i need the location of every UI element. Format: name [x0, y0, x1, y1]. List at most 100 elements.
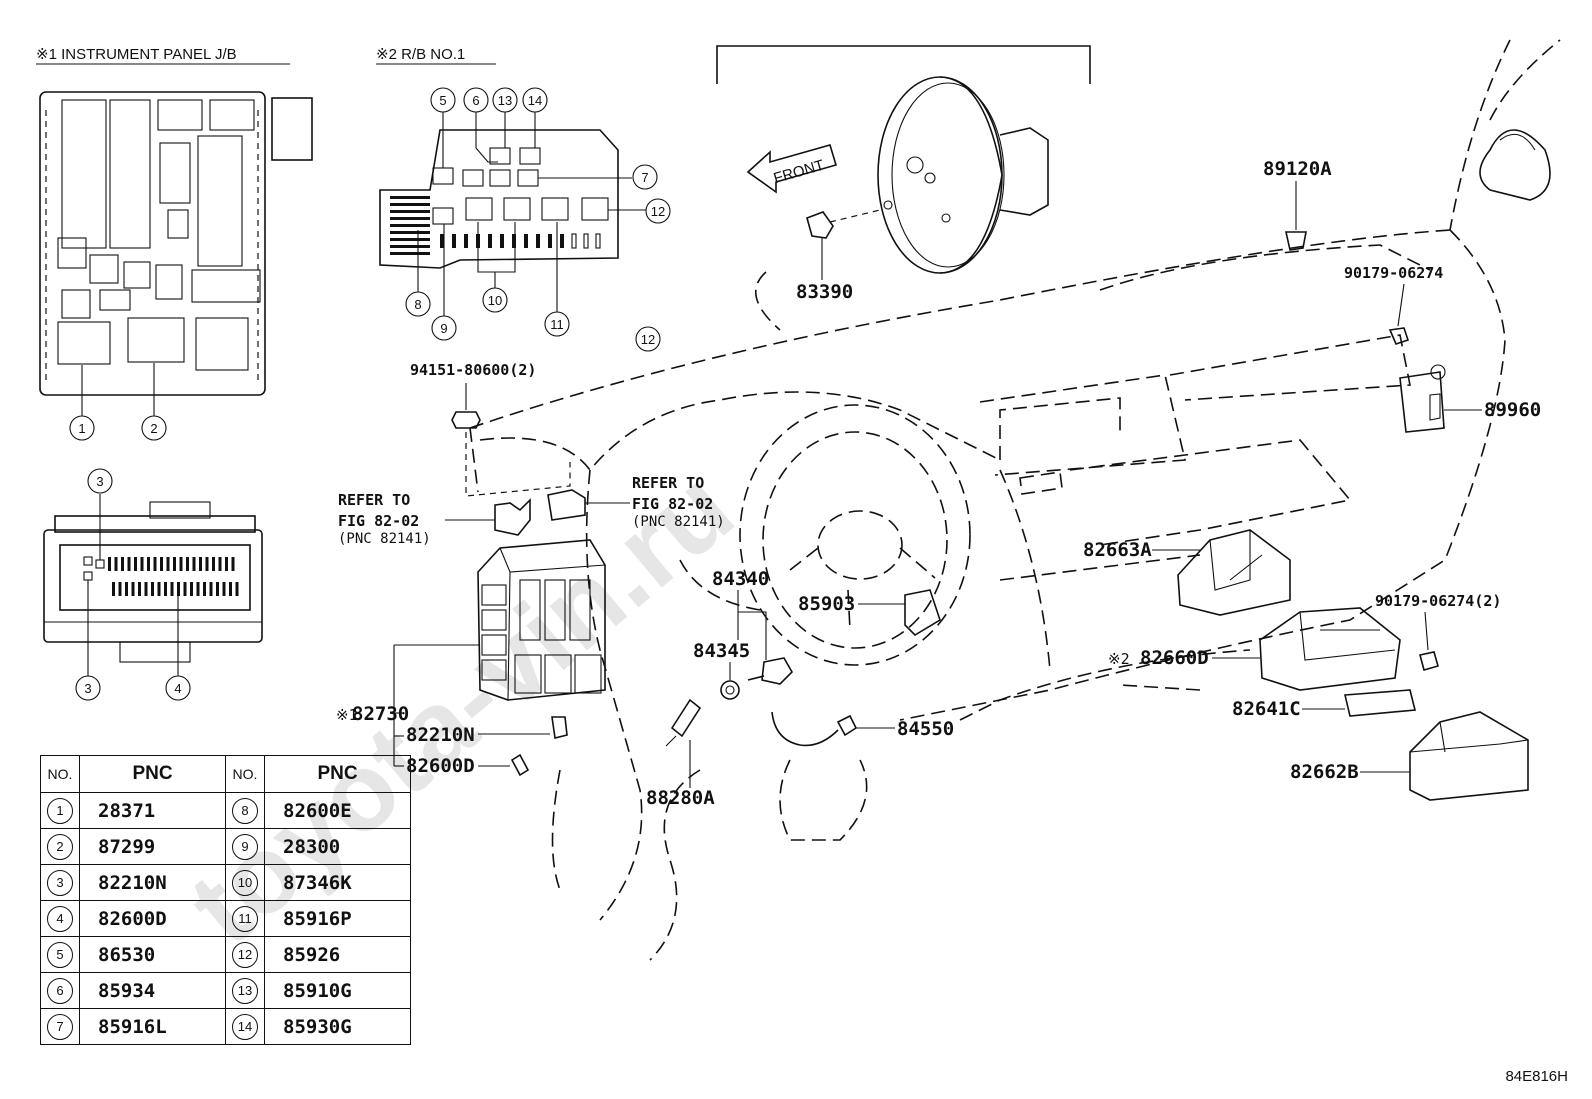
column-header-pnc: PNC	[79, 755, 226, 793]
svg-text:9: 9	[440, 321, 447, 336]
callout-1: 1	[69, 415, 95, 441]
row-number: 8	[232, 797, 258, 824]
svg-text:12: 12	[641, 332, 655, 347]
relay-pin	[512, 234, 516, 248]
row-pnc: 85916P	[264, 900, 411, 937]
brake-booster	[877, 76, 1049, 274]
relay-pin	[488, 234, 492, 248]
relay-pin	[390, 224, 430, 227]
label-84340: 84340	[712, 568, 769, 590]
connector-pin	[196, 582, 200, 596]
callout-2: 2	[141, 415, 167, 441]
connector-pin	[134, 557, 137, 571]
junction-block-82730	[477, 539, 606, 701]
connector-pin	[153, 557, 157, 571]
row-number: 2	[47, 833, 73, 860]
connector-pin	[186, 557, 189, 571]
connector-pin	[225, 557, 228, 571]
callout-3-bottom: 3	[75, 675, 101, 701]
part-82641C	[1344, 689, 1417, 717]
row-pnc: 86530	[79, 936, 226, 973]
connector-pin	[199, 557, 202, 571]
row-number: 6	[47, 977, 73, 1004]
part-89120A	[1285, 231, 1307, 251]
connector-pin	[127, 557, 131, 571]
connector-pin	[179, 557, 183, 571]
instrument-panel-jb-drawing	[39, 91, 313, 396]
connector-pin	[140, 557, 144, 571]
callout-7: 7	[632, 164, 658, 190]
row-pnc: 28371	[79, 792, 226, 829]
svg-text:8: 8	[414, 297, 421, 312]
relay-pin	[583, 233, 589, 249]
column-header-no-2: NO.	[225, 755, 265, 793]
label-82663A: 82663A	[1083, 539, 1152, 561]
nut-90179-b	[1419, 651, 1439, 671]
instrument-panel-jb-bottom-view	[43, 501, 263, 663]
svg-text:7: 7	[641, 170, 648, 185]
row-number: 3	[47, 869, 73, 896]
row-pnc: 82600D	[79, 900, 226, 937]
connector-pin	[192, 557, 196, 571]
bracket-refer-1	[494, 498, 531, 536]
label-83390: 83390	[796, 281, 853, 303]
connector-pin	[216, 582, 219, 596]
row-number: 4	[47, 905, 73, 932]
connector-pin	[131, 582, 135, 596]
part-85903	[904, 589, 941, 637]
label-82730-mark: ※1	[336, 706, 358, 724]
connector-pin	[147, 557, 150, 571]
pnc-table: NO. PNC NO. PNC 1 28371 8 82600E 2 87299…	[40, 755, 411, 1045]
callout-12-rb: 12	[645, 198, 671, 224]
svg-text:3: 3	[96, 474, 103, 489]
label-82600D: 82600D	[406, 755, 475, 777]
row-number: 7	[47, 1013, 73, 1040]
svg-text:4: 4	[174, 681, 181, 696]
connector-pin	[157, 582, 161, 596]
row-number: 1	[47, 797, 73, 824]
callout-12-standalone: 12	[635, 326, 661, 352]
connector-pin	[212, 557, 215, 571]
part-82663A	[1177, 529, 1291, 616]
connector-pin	[203, 582, 206, 596]
row-pnc: 85926	[264, 936, 411, 973]
connector-pin	[183, 582, 187, 596]
label-82641C: 82641C	[1232, 698, 1301, 720]
connector-pin	[231, 557, 235, 571]
inset-rb-no1-title: ※2 R/B NO.1	[376, 46, 465, 63]
table-row: 3 82210N 10 87346K	[40, 864, 411, 901]
inset-instrument-panel-title: ※1 INSTRUMENT PANEL J/B	[36, 46, 237, 63]
part-82210N	[551, 716, 568, 739]
relay-pin	[524, 234, 528, 248]
part-84550	[836, 714, 858, 737]
part-83390-drawing	[806, 209, 881, 239]
part-88280A	[670, 698, 702, 738]
svg-text:2: 2	[150, 421, 157, 436]
label-82662B: 82662B	[1290, 761, 1359, 783]
refer-fig-label-1: FIG 82-02	[338, 512, 419, 530]
connector-pin	[235, 582, 239, 596]
refer-pnc-label-1: (PNC 82141)	[338, 531, 431, 547]
table-row: 4 82600D 11 85916P	[40, 900, 411, 937]
connector-pin	[218, 557, 222, 571]
row-number: 11	[232, 905, 258, 932]
connector-pin	[164, 582, 167, 596]
label-82660D-mark: ※2	[1108, 650, 1130, 668]
svg-text:FRONT: FRONT	[772, 157, 826, 188]
row-pnc: 82600E	[264, 792, 411, 829]
table-row: 2 87299 9 28300	[40, 828, 411, 865]
table-row: 5 86530 12 85926	[40, 936, 411, 973]
callout-8: 8	[405, 291, 431, 317]
callout-13: 13	[492, 87, 518, 113]
relay-pin	[560, 234, 564, 248]
wire-84550	[771, 711, 839, 747]
part-82662B	[1409, 711, 1529, 801]
svg-text:14: 14	[528, 93, 542, 108]
bracket-refer-2	[547, 489, 586, 521]
connector-pin	[112, 582, 115, 596]
callout-11: 11	[544, 311, 570, 337]
diagram-id: 84E816H	[1505, 1068, 1568, 1085]
label-82660D: 82660D	[1140, 647, 1209, 669]
column-header-no: NO.	[40, 755, 80, 793]
connector-pin	[118, 582, 122, 596]
